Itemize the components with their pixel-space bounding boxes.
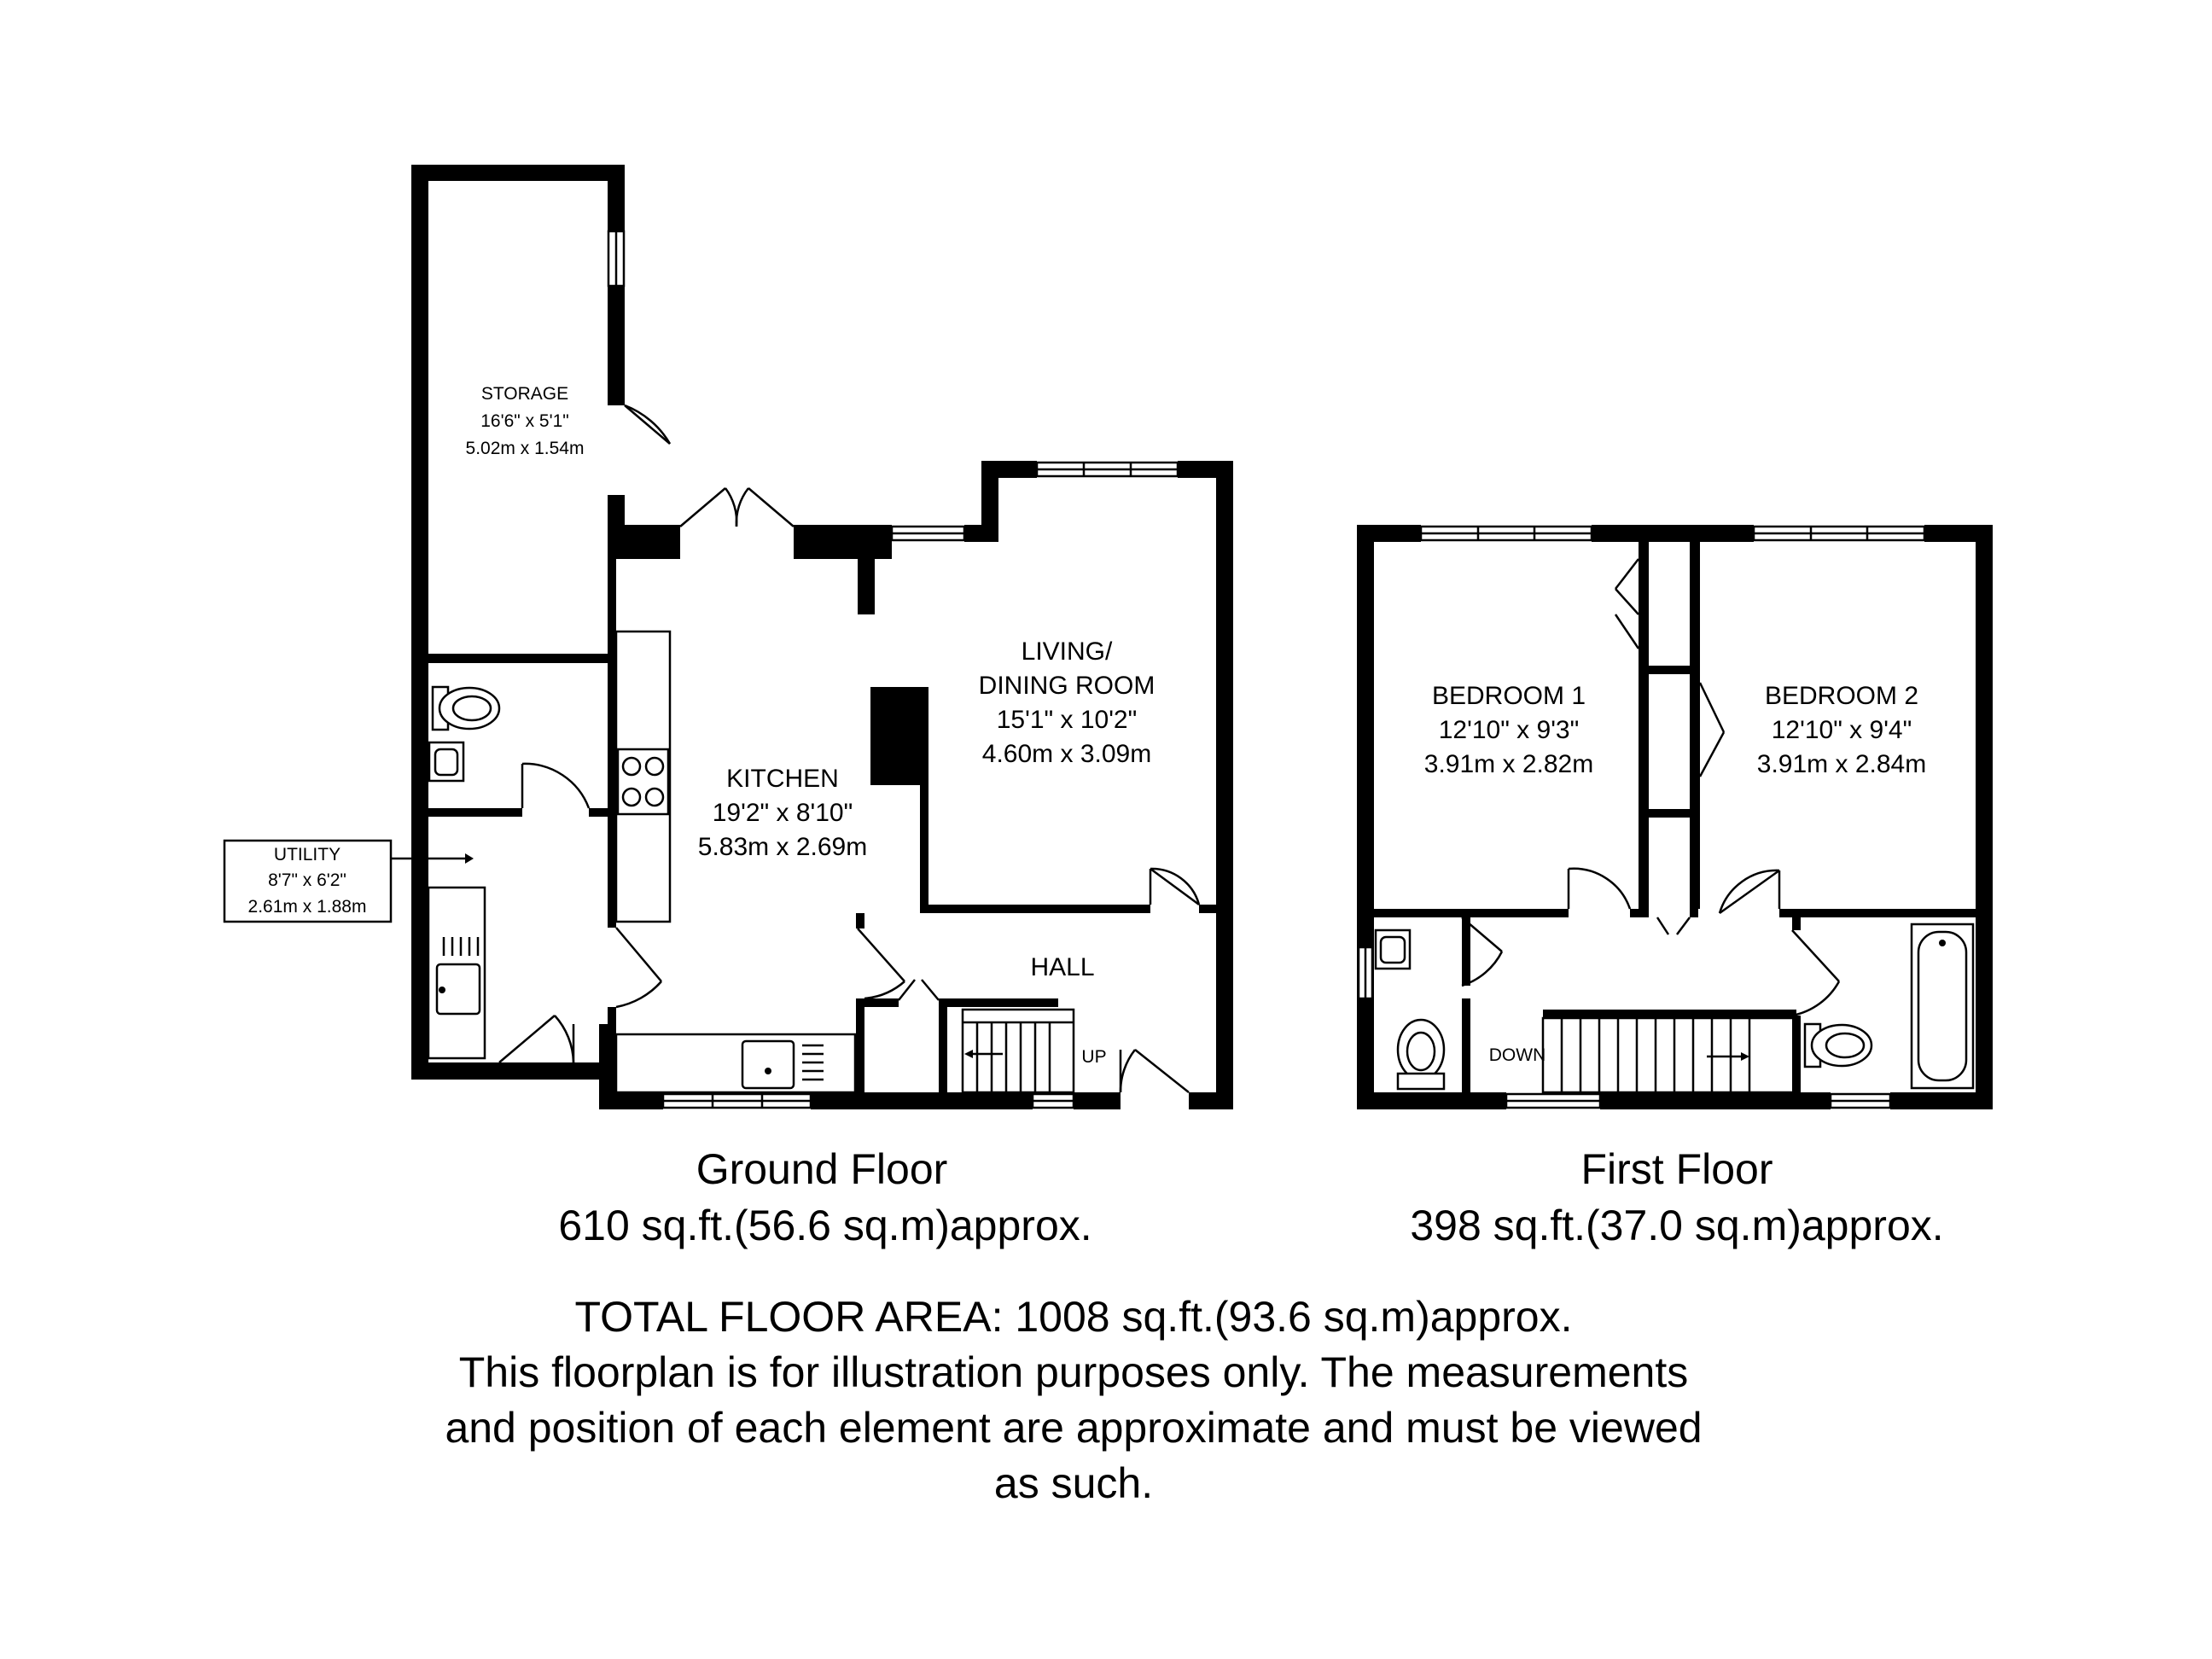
shower-room-window — [1357, 946, 1374, 1000]
bathroom-door[interactable] — [1791, 929, 1841, 1017]
landing-window — [1505, 1092, 1602, 1109]
bedroom2-wardrobe-doors[interactable] — [1698, 682, 1726, 777]
bedroom2-name: BEDROOM 2 — [1765, 682, 1918, 710]
utility-drainer-icon — [442, 937, 480, 956]
airing-cupboard-door[interactable] — [1656, 917, 1691, 935]
first-floor-stairs — [1541, 1016, 1798, 1094]
storage-walls — [411, 165, 626, 1080]
kitchen-worktop-left — [614, 630, 672, 923]
living-metric: 4.60m x 3.09m — [982, 740, 1151, 768]
bedroom1-metric: 3.91m x 2.82m — [1424, 750, 1593, 778]
kitchen-utility-door[interactable] — [615, 927, 662, 1009]
living-window — [1035, 461, 1179, 478]
stairs-down-label: DOWN — [1489, 1045, 1546, 1065]
storage-name: STORAGE — [481, 384, 568, 404]
wc-door[interactable] — [521, 762, 591, 809]
ground-floor-plan — [391, 165, 1233, 1109]
utility-metric: 2.61m x 1.88m — [248, 897, 367, 917]
stairs-up-label: UP — [1081, 1047, 1106, 1067]
room-labels: STORAGE 16'6" x 5'1" 5.02m x 1.54m UTILI… — [223, 384, 1926, 1067]
storage-imperial: 16'6" x 5'1" — [480, 411, 569, 431]
utility-label-box — [223, 839, 393, 923]
disclaimer-line3: as such. — [994, 1459, 1153, 1507]
bedroom1-name: BEDROOM 1 — [1432, 682, 1586, 710]
kitchen-french-doors[interactable] — [679, 487, 795, 527]
hall-window — [1031, 1092, 1075, 1109]
kitchen-name: KITCHEN — [726, 765, 839, 793]
bathtub-icon — [1910, 923, 1975, 1090]
main-block-walls — [599, 461, 1233, 1109]
living-name-line2: DINING ROOM — [979, 672, 1155, 700]
first-floor-plan — [1357, 525, 1993, 1109]
bathroom-toilet-icon — [1803, 1022, 1873, 1068]
bedroom2-window — [1752, 525, 1926, 542]
bedroom2-metric: 3.91m x 2.84m — [1757, 750, 1926, 778]
stairs-down-arrow-icon — [1741, 1052, 1749, 1061]
hall-name: HALL — [1030, 953, 1094, 981]
first-floor-area: 398 sq.ft.(37.0 sq.m)approx. — [1410, 1202, 1943, 1249]
disclaimer-notes: TOTAL FLOOR AREA: 1008 sq.ft.(93.6 sq.m)… — [445, 1293, 1702, 1507]
kitchen-sink-icon — [741, 1039, 824, 1090]
first-floor-name: First Floor — [1581, 1145, 1773, 1193]
cupboard-door[interactable] — [898, 979, 940, 1001]
utility-name: UTILITY — [274, 845, 341, 864]
utility-worktop — [427, 886, 486, 1060]
kitchen-hall-door[interactable] — [857, 928, 905, 1000]
utility-back-door[interactable] — [498, 1015, 599, 1080]
bedroom2-door[interactable] — [1718, 869, 1781, 915]
ground-stairs — [961, 1008, 1075, 1094]
bedroom2-imperial: 12'10" x 9'4" — [1772, 716, 1912, 744]
floor-labels: Ground Floor 610 sq.ft.(56.6 sq.m)approx… — [558, 1145, 1943, 1249]
utility-imperial: 8'7" x 6'2" — [268, 870, 346, 890]
bedroom1-window — [1419, 525, 1593, 542]
storage-door[interactable] — [624, 404, 672, 445]
bedroom1-imperial: 12'10" x 9'3" — [1439, 716, 1580, 744]
kitchen-metric: 5.83m x 2.69m — [698, 833, 867, 861]
bedroom1-wardrobe-doors[interactable] — [1614, 558, 1640, 649]
kitchen-hob-icon — [616, 748, 670, 816]
shower-room-door[interactable] — [1461, 917, 1504, 987]
living-hall-door[interactable] — [1149, 867, 1201, 906]
kitchen-window — [661, 1092, 812, 1109]
storage-metric: 5.02m x 1.54m — [466, 439, 585, 458]
living-name-line1: LIVING/ — [1022, 637, 1113, 666]
living-imperial: 15'1" x 10'2" — [997, 706, 1138, 734]
bedroom1-door[interactable] — [1567, 867, 1632, 910]
utility-sink-icon — [435, 963, 481, 1016]
front-door[interactable] — [1119, 1049, 1190, 1093]
disclaimer-line2: and position of each element are approxi… — [445, 1404, 1702, 1452]
wc-toilet-icon — [431, 685, 501, 731]
utility-pointer — [391, 853, 474, 864]
ground-floor-name: Ground Floor — [696, 1145, 948, 1193]
kitchen-top-window — [890, 525, 966, 542]
bathroom-window — [1829, 1092, 1892, 1109]
shower-room-toilet-icon — [1396, 1018, 1446, 1091]
kitchen-worktop-bottom — [614, 1033, 857, 1094]
wc-basin-icon — [428, 741, 465, 783]
kitchen-imperial: 19'2" x 8'10" — [713, 799, 853, 827]
wc-partitions — [411, 538, 616, 817]
ground-floor-area: 610 sq.ft.(56.6 sq.m)approx. — [558, 1202, 1091, 1249]
total-floor-area: TOTAL FLOOR AREA: 1008 sq.ft.(93.6 sq.m)… — [575, 1293, 1573, 1341]
stairs-up-arrow-icon — [964, 1050, 973, 1058]
disclaimer-line1: This floorplan is for illustration purpo… — [459, 1348, 1688, 1396]
shower-room-basin-icon — [1374, 928, 1412, 970]
